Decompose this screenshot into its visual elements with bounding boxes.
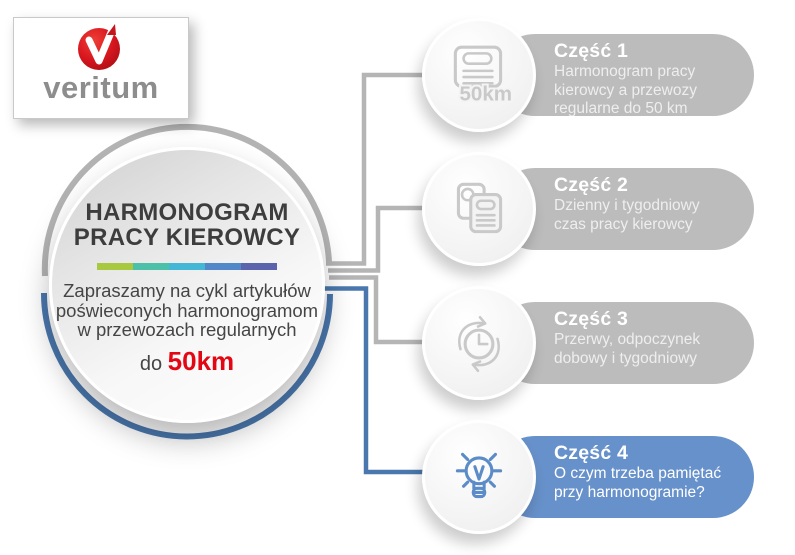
- gradient-segment-4: [205, 263, 241, 270]
- part-2-icon-circle[interactable]: [422, 152, 536, 266]
- part-1-desc-line-1: Harmonogram pracy: [554, 63, 696, 80]
- part-1-desc-line-2: kierowcy a przewozy: [554, 81, 697, 99]
- hub-range-line: do 50km: [140, 346, 234, 377]
- part-4-icon-circle[interactable]: [422, 420, 536, 534]
- icon-50km-label: 50km: [459, 83, 512, 106]
- part-1-title: Część 1: [554, 40, 629, 62]
- part-4-desc-line-2: przy harmonogramie?: [554, 483, 705, 501]
- hub-intro-text: Zapraszamy na cykl artykułów poświeconyc…: [56, 281, 318, 340]
- hub-intro-line-1: Zapraszamy na cykl artykułów: [63, 280, 311, 301]
- gradient-segment-1: [97, 263, 133, 270]
- range-value: 50km: [167, 345, 235, 376]
- part-3-title: Część 3: [554, 308, 629, 330]
- part-1-icon-circle[interactable]: 50km: [422, 18, 536, 132]
- part-4-desc-line-1: O czym trzeba pamiętać: [554, 465, 722, 482]
- part-2-desc-line-1: Dzienny i tygodniowy: [554, 197, 700, 214]
- gradient-segment-5: [241, 263, 277, 270]
- hub-intro-line-2: poświeconych harmonogramom: [55, 299, 319, 321]
- gradient-segment-2: [133, 263, 169, 270]
- part-4-description: O czym trzeba pamiętać przy harmonogrami…: [554, 465, 734, 502]
- part-2-description: Dzienny i tygodniowy czas pracy kierowcy: [554, 197, 734, 234]
- brand-logo: veritum: [13, 17, 189, 119]
- tachograph-50km-icon: 50km: [453, 45, 514, 108]
- hub-title-line-2: PRACY KIEROWCY: [73, 224, 301, 251]
- color-gradient-bar: [97, 263, 277, 270]
- part-4-pill[interactable]: Część 4 O czym trzeba pamiętać przy harm…: [494, 436, 754, 518]
- documents-icon: [456, 182, 503, 234]
- part-2-title: Część 2: [554, 174, 629, 196]
- part-3-desc-line-1: Przerwy, odpoczynek: [554, 331, 701, 348]
- part-4-title: Część 4: [554, 442, 629, 464]
- clock-refresh-icon: [458, 316, 500, 373]
- part-1-description: Harmonogram pracy kierowcy a przewozy re…: [554, 63, 734, 119]
- hub-title: HARMONOGRAM PRACY KIEROWCY: [74, 200, 300, 250]
- part-3-desc-line-2: dobowy i tygodniowy: [554, 349, 698, 367]
- part-1-pill[interactable]: Część 1 Harmonogram pracy kierowcy a prz…: [494, 34, 754, 119]
- part-3-pill[interactable]: Część 3 Przerwy, odpoczynek dobowy i tyg…: [494, 302, 754, 384]
- hub-title-line-1: HARMONOGRAM: [85, 199, 289, 226]
- part-2-pill[interactable]: Część 2 Dzienny i tygodniowy czas pracy …: [494, 168, 754, 250]
- hub-intro-line-3: w przewozach regularnych: [77, 319, 297, 340]
- v-emblem-icon: [78, 24, 120, 70]
- brand-wordmark: veritum: [43, 70, 159, 105]
- part-3-description: Przerwy, odpoczynek dobowy i tygodniowy: [554, 331, 734, 368]
- lightbulb-icon: [455, 452, 503, 499]
- part-2-desc-line-2: czas pracy kierowcy: [554, 215, 693, 233]
- part-3-icon-circle[interactable]: [422, 286, 536, 400]
- gradient-segment-3: [169, 263, 205, 270]
- range-prefix: do: [139, 352, 163, 375]
- hub-circle: HARMONOGRAM PRACY KIEROWCY Zapraszamy na…: [49, 147, 325, 423]
- part-1-desc-line-3: regularne do 50 km: [554, 100, 688, 117]
